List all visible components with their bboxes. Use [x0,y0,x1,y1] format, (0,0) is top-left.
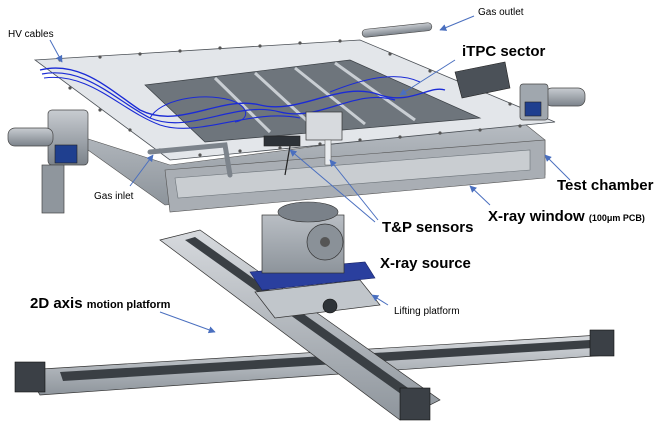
arrow-itpc-sector [399,59,456,96]
label-motion-platform-main: 2D axis [30,295,83,312]
gas-inlet-pipe [147,142,233,178]
sector-rib [253,71,317,130]
label-gas-inlet: Gas inlet [94,191,134,202]
label-motion-platform: 2D axis motion platform [30,296,170,311]
arrow-motion-platform [159,311,216,334]
label-hv-cables: HV cables [8,29,54,40]
arrow-test-chamber [544,154,571,181]
label-xray-source: X-ray source [380,255,471,272]
left-leg [41,164,65,214]
label-motion-platform-rest: motion platform [86,299,171,311]
arrow-xray-window [469,185,491,206]
hv-cable [149,96,247,123]
sector-rib [334,61,416,122]
arrow-gas-inlet [129,154,154,187]
hv-cable [43,76,301,129]
annotation-arrows [49,15,571,334]
right-pipe [544,87,586,107]
left-bracket [54,144,78,164]
sector-rib [213,76,272,134]
y-axis-motor [399,387,431,421]
lifting-platform [254,279,381,319]
xray-source-head [277,201,339,223]
arrow-tp-sensors-a [329,159,379,221]
hv-cable [41,72,396,124]
y-axis-rail-track [185,237,425,404]
tp-sensor-board [263,135,301,147]
arrow-hv-cables [49,39,63,63]
hv-cable [39,67,446,117]
label-gas-outlet: Gas outlet [478,7,524,18]
xray-source-fan-hub [320,237,330,247]
label-lifting-platform: Lifting platform [394,306,460,317]
top-right-bracket [454,61,511,99]
motion-platform [14,201,615,421]
xray-window [174,149,531,199]
label-itpc-sector: iTPC sector [462,43,546,60]
label-xray-window: X-ray window (100μm PCB) [488,209,645,224]
tp-sensor-box [305,111,343,141]
y-axis-rail [159,229,441,421]
label-xray-window-spec: (100μm PCB) [588,213,645,223]
tp-sensor-cable [284,145,291,176]
arrow-gas-outlet [439,15,475,31]
hv-cable [329,76,421,93]
arrow-lifting-platform [371,294,389,306]
tp-sensor-tube [324,139,332,166]
label-tp-sensors: T&P sensors [382,219,474,236]
arrow-tp-sensors-b [289,149,376,223]
label-test-chamber: Test chamber [557,177,654,194]
left-pipe [7,127,54,147]
x-axis-motor-right [589,329,615,357]
test-chamber [7,22,586,214]
label-xray-window-main: X-ray window [488,208,585,225]
right-bracket [524,101,542,117]
chamber-opening [144,59,482,143]
gas-outlet-pipe [361,22,433,38]
lifting-knob [322,298,338,314]
x-axis-motor-left [14,361,46,393]
